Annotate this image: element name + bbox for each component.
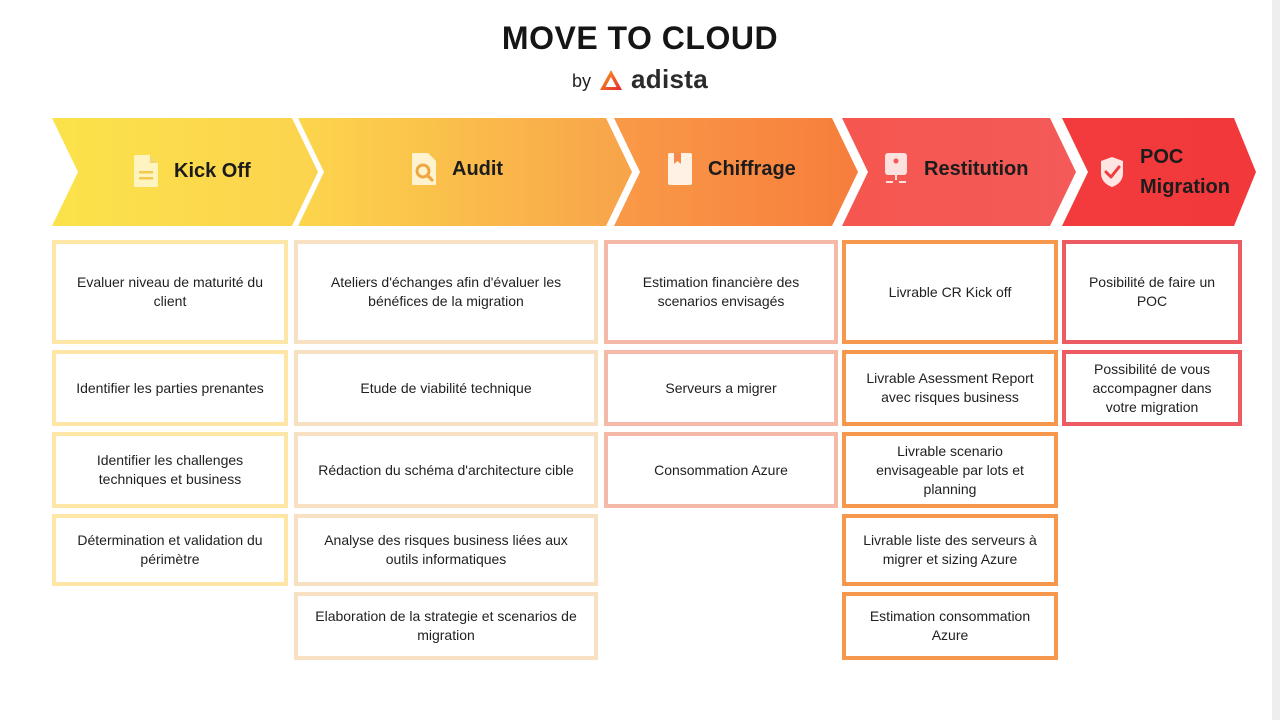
by-label: by — [572, 71, 592, 91]
step-box: Ateliers d'échanges afin d'évaluer les b… — [294, 240, 598, 344]
chevron-restitution — [842, 118, 1076, 226]
step-box: Serveurs a migrer — [604, 350, 838, 426]
step-box: Analyse des risques business liées aux o… — [294, 514, 598, 586]
phase-poc: POC Migration — [1098, 142, 1250, 202]
step-box: Estimation financière des scenarios envi… — [604, 240, 838, 344]
checkmark-shield-icon — [1101, 157, 1123, 187]
magnifier-document-icon — [412, 153, 436, 185]
document-icon — [134, 155, 158, 187]
step-box: Evaluer niveau de maturité du client — [52, 240, 288, 344]
phase-label-text: Chiffrage — [708, 158, 796, 180]
phase-kickoff: Kick Off — [132, 154, 251, 188]
phase-label-text: POC Migration — [1140, 146, 1230, 198]
step-box: Identifier les parties prenantes — [52, 350, 288, 426]
brand-name: adista — [631, 64, 708, 94]
step-box: Consommation Azure — [604, 432, 838, 508]
phase-chiffrage: Chiffrage — [666, 152, 796, 186]
chevron-chiffrage — [614, 118, 858, 226]
step-box: Etude de viabilité technique — [294, 350, 598, 426]
phase-label-text: Audit — [452, 158, 504, 180]
step-box: Livrable CR Kick off — [842, 240, 1058, 344]
step-box: Livrable liste des serveurs à migrer et … — [842, 514, 1058, 586]
phase-label-text: Kick Off — [174, 160, 251, 182]
adista-logo-icon — [600, 69, 623, 90]
step-box: Rédaction du schéma d'architecture cible — [294, 432, 598, 508]
step-box: Livrable scenario envisageable par lots … — [842, 432, 1058, 508]
step-box: Posibilité de faire un POC — [1062, 240, 1242, 344]
byline: by adista — [0, 64, 1280, 95]
chevron-kickoff — [52, 118, 318, 226]
bookmark-icon — [668, 153, 692, 185]
chevron-poc — [1062, 118, 1256, 226]
step-box: Livrable Asessment Report avec risques b… — [842, 350, 1058, 426]
step-box: Estimation consommation Azure — [842, 592, 1058, 660]
step-box: Identifier les challenges techniques et … — [52, 432, 288, 508]
chevron-audit — [298, 118, 632, 226]
step-box: Possibilité de vous accompagner dans vot… — [1062, 350, 1242, 426]
phase-banner — [52, 118, 1256, 226]
presentation-icon — [885, 153, 907, 183]
right-edge-strip — [1272, 0, 1280, 720]
phase-label-text: Restitution — [924, 158, 1029, 180]
step-box: Détermination et validation du périmètre — [52, 514, 288, 586]
phase-audit: Audit — [410, 152, 503, 186]
step-box: Elaboration de la strategie et scenarios… — [294, 592, 598, 660]
page-title: MOVE TO CLOUD — [501, 20, 779, 56]
phase-restitution: Restitution — [882, 152, 1028, 186]
